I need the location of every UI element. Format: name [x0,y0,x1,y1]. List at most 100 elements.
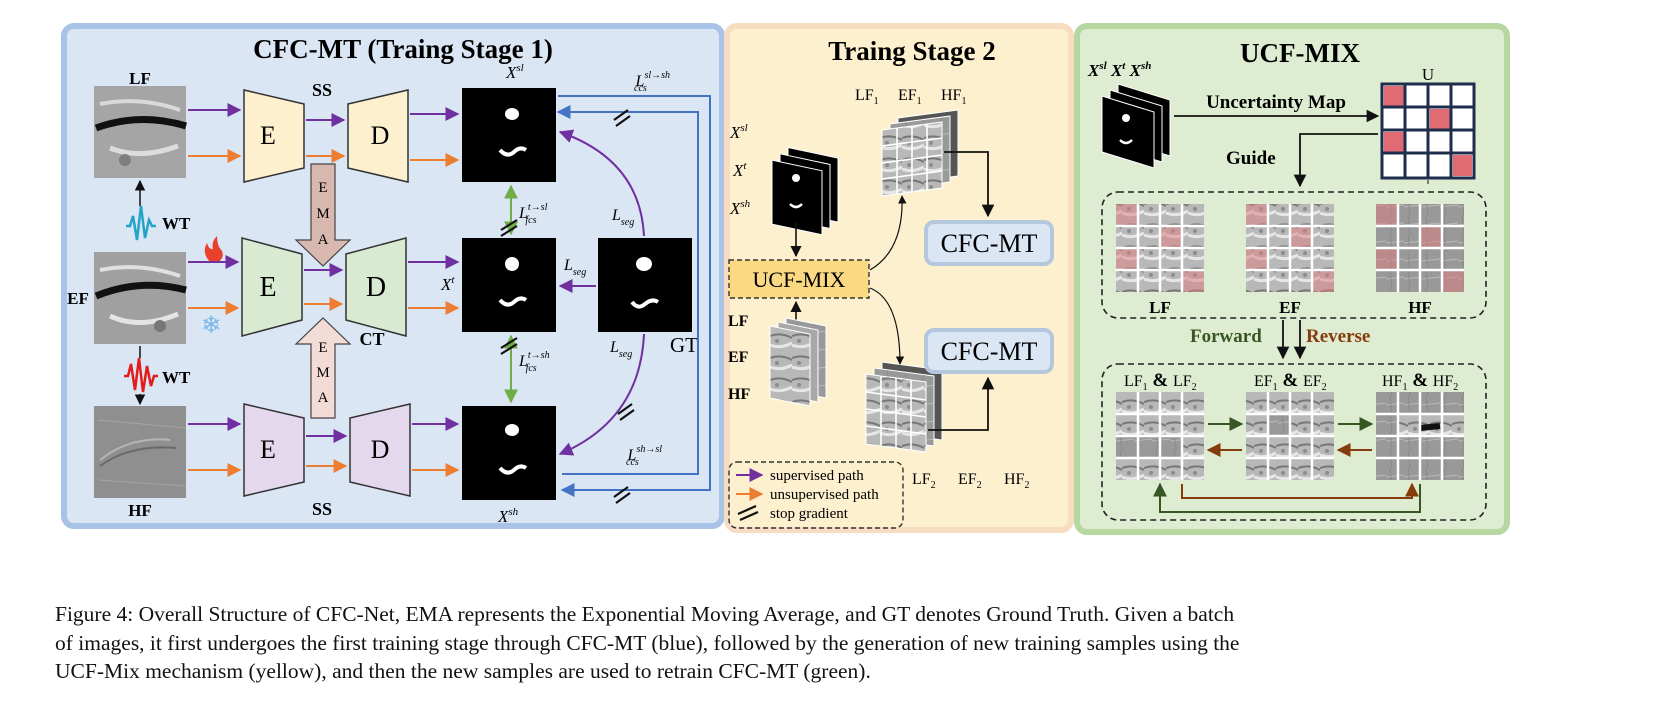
uncertainty-map-label: Uncertainty Map [1206,92,1346,113]
svg-text:EF1: EF1 [898,87,922,107]
p3-x-labels: Xsl Xt Xsh [1087,54,1151,80]
svg-text:CFC-MT: CFC-MT [941,337,1038,366]
svg-text:HF2: HF2 [1004,471,1029,491]
svg-text:D: D [366,272,386,303]
p2-top-grid-stack [881,109,959,197]
mix-grid-ef [1246,392,1334,480]
decoder-mid: D [345,237,407,337]
pair2-label: EF1 & EF2 [1254,370,1327,393]
wt-label-2: WT [162,368,191,387]
legend: supervised path unsupervised path stop g… [728,461,904,529]
ema-arrow-bottom: E M A [294,317,352,419]
svg-text:UCF-MIX: UCF-MIX [753,267,846,292]
p2-bottom-grid-stack [865,361,943,453]
svg-text:E: E [259,272,276,303]
svg-text:E: E [260,435,276,464]
cfc-mt-box-bottom: CFC-MT [924,328,1054,374]
ss-label-bottom: SS [312,499,332,519]
caption-line-1: Figure 4: Overall Structure of CFC-Net, … [55,602,1235,626]
svg-text:LF1: LF1 [855,87,879,107]
pair1-label: LF1 & LF2 [1124,370,1197,393]
flow-arrows [188,103,460,477]
pair3-label: HF1 & HF2 [1382,370,1458,393]
legend-stop-gradient: stop gradient [770,506,849,522]
panel-ucfmix: UCF-MIX Xsl Xt Xsh Uncertainty Map U Gu [1074,23,1510,535]
caption-line-3: UCF-Mix mechanism (yellow), and then the… [55,659,871,683]
mask-x-t [462,238,556,332]
p3-hf-label: HF [1408,298,1432,317]
legend-supervised: supervised path [770,468,864,484]
lf-label: LF [129,69,151,88]
svg-text:A: A [318,390,329,406]
p2-hf: HF [728,386,750,403]
svg-text:D: D [371,121,390,150]
panel-ucfmix-title: UCF-MIX [1240,38,1360,68]
ef-grid [1246,204,1334,292]
grid-box-top [1101,191,1487,319]
wt-label-1: WT [162,214,191,233]
p2-x-sh: Xsh [729,198,751,218]
mask-x-sl [462,88,556,182]
lf-grid [1116,204,1204,292]
p2-top-labels: LF1 EF1 HF1 [855,87,966,107]
forward-label: Forward [1190,326,1262,347]
svg-text:M: M [316,365,329,381]
svg-text:EF2: EF2 [958,471,982,491]
wt-wave-icon-2 [124,357,158,393]
panel-stage2: Traing Stage 2 Xsl Xt Xsh UCF-MIX LF EF … [724,23,1074,533]
u-label: U [1422,65,1434,84]
gt-label: GT [670,333,698,357]
caption-line-2: of images, it first undergoes the first … [55,630,1240,655]
p2-x-t: Xt [732,160,747,180]
encoder-bottom: E [243,403,305,497]
reverse-label: Reverse [1306,326,1370,347]
x-sl-label: Xsl [505,62,524,82]
fire-icon [204,236,223,263]
ef-image [94,252,187,344]
lf-image [94,86,188,178]
decoder-bottom: D [349,403,411,497]
l-seg-label-bottom: Lseg [609,339,632,360]
legend-unsupervised: unsupervised path [770,487,879,503]
guide-label: Guide [1226,148,1276,169]
p3-ef-label: EF [1279,298,1301,317]
panel-stage1: CFC-MT (Traing Stage 1) LF EF HF W [61,23,725,529]
svg-text:M: M [316,206,329,222]
mask-gt [598,238,692,332]
panel-stage1-title: CFC-MT (Traing Stage 1) [253,34,553,64]
figure-caption: Figure 4: Overall Structure of CFC-Net, … [55,600,1615,686]
p2-bottom-labels: LF2 EF2 HF2 [912,471,1029,491]
svg-text:CFC-MT: CFC-MT [941,229,1038,258]
svg-text:LF2: LF2 [912,471,936,491]
p3-lf-label: LF [1149,298,1171,317]
wt-wave-icon-1 [126,205,156,241]
svg-text:E: E [260,121,276,150]
hf-image [94,406,187,498]
ucf-mix-box: UCF-MIX [728,259,870,299]
ef-label: EF [67,289,89,308]
ct-label: CT [359,329,384,349]
p3-mask-stack [1101,83,1171,169]
p2-ef: EF [728,349,749,366]
hf-grid [1376,204,1464,292]
p2-ct-stack [769,317,827,407]
panel-stage2-title: Traing Stage 2 [828,36,996,66]
p2-mask-stack [771,146,839,236]
ss-label-top: SS [312,80,332,100]
encoder-mid: E [241,237,303,337]
svg-text:D: D [371,435,390,464]
cfc-net-figure: CFC-MT (Traing Stage 1) LF EF HF W [61,23,1510,535]
decoder-top: D [347,89,409,183]
mix-grid-hf [1376,392,1464,480]
l-seg-label-top: Lseg [611,207,634,228]
ema-arrow-top: E M A [294,163,352,267]
l-seg-label-mid: Lseg [563,257,586,278]
snowflake-icon: ❄ [201,311,221,339]
p2-lf: LF [728,313,749,330]
svg-text:A: A [318,232,329,248]
cfc-mt-box-top: CFC-MT [924,220,1054,266]
x-sh-label: Xsh [497,506,519,526]
